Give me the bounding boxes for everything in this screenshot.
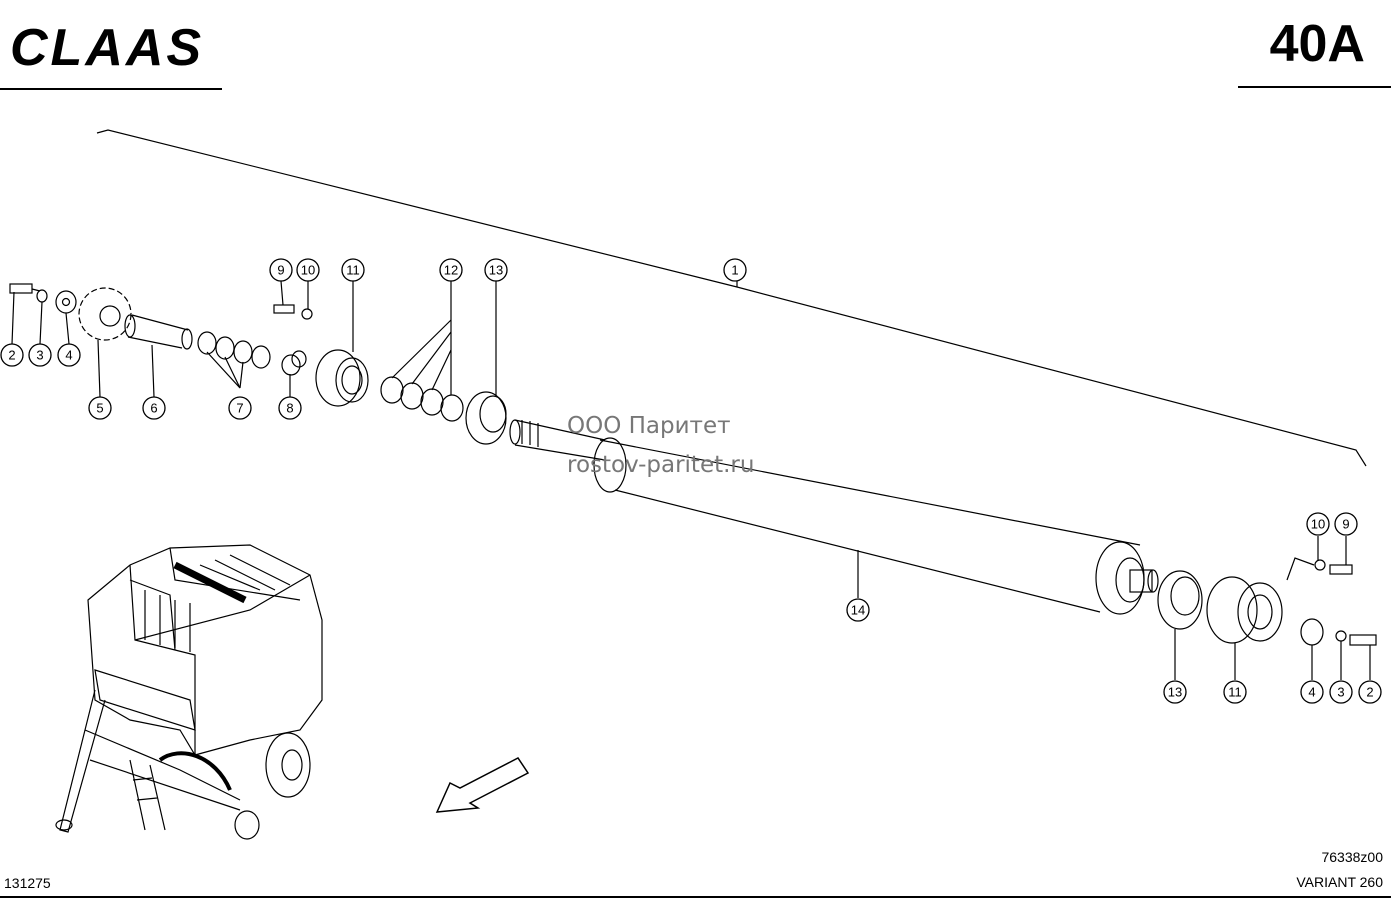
logo-underline [0, 88, 222, 90]
seal-13-right [1157, 570, 1203, 630]
svg-text:2: 2 [8, 348, 15, 363]
callout-14[interactable]: 14 [846, 598, 870, 622]
svg-text:10: 10 [301, 263, 315, 278]
o-rings-12 [380, 376, 464, 422]
callout-2-right[interactable]: 2 [1358, 680, 1382, 704]
washer-right [1335, 630, 1347, 642]
svg-text:10: 10 [1311, 517, 1325, 532]
washer-10-left [301, 308, 313, 320]
svg-text:7: 7 [236, 401, 243, 416]
callout-4-left[interactable]: 4 [57, 343, 81, 367]
bolt-right [1349, 634, 1377, 646]
svg-text:14: 14 [851, 603, 865, 618]
callout-10-right[interactable]: 10 [1306, 512, 1330, 536]
drawing-number: 76338z00 [1321, 849, 1383, 865]
bolt-left [9, 283, 41, 294]
seal-13-left [465, 391, 507, 445]
svg-text:9: 9 [277, 263, 284, 278]
baler-machine-illustration [55, 544, 323, 840]
bearing-11-right [1206, 576, 1283, 644]
callout-12[interactable]: 12 [439, 258, 463, 282]
callout-5[interactable]: 5 [88, 396, 112, 420]
callout-10-left[interactable]: 10 [296, 258, 320, 282]
callout-13-left[interactable]: 13 [484, 258, 508, 282]
svg-text:3: 3 [1337, 685, 1344, 700]
bearing-11-left [315, 349, 369, 407]
callout-4-right[interactable]: 4 [1300, 680, 1324, 704]
callout-6[interactable]: 6 [142, 396, 166, 420]
machine-model: VARIANT 260 [1296, 874, 1383, 890]
svg-text:5: 5 [96, 401, 103, 416]
footer-rule [0, 896, 1391, 898]
sprocket [78, 287, 132, 341]
callout-8[interactable]: 8 [278, 396, 302, 420]
svg-text:4: 4 [1308, 685, 1315, 700]
svg-text:13: 13 [489, 263, 503, 278]
washer-10-right [1314, 559, 1326, 571]
sleeve [124, 314, 193, 350]
watermark-website: rostov-paritet.ru [567, 452, 755, 478]
brand-logo: CLAAS [10, 19, 205, 77]
svg-text:12: 12 [444, 263, 458, 278]
callout-11-right[interactable]: 11 [1223, 680, 1247, 704]
bolt-9-left [273, 304, 295, 314]
callout-9-right[interactable]: 9 [1334, 512, 1358, 536]
svg-text:13: 13 [1168, 685, 1182, 700]
svg-text:11: 11 [346, 263, 360, 278]
washer-left [36, 289, 48, 303]
callout-9-left[interactable]: 9 [269, 258, 293, 282]
spacer-right [1300, 618, 1324, 646]
watermark-company: ООО Паритет [567, 413, 731, 439]
o-rings-left [197, 331, 271, 369]
svg-text:4: 4 [65, 348, 72, 363]
callout-2-left[interactable]: 2 [0, 343, 24, 367]
spacer-left [55, 290, 77, 314]
bushing [281, 350, 307, 376]
svg-text:1: 1 [731, 263, 738, 278]
svg-text:9: 9 [1342, 517, 1349, 532]
callout-11-left[interactable]: 11 [341, 258, 365, 282]
callout-13-right[interactable]: 13 [1163, 680, 1187, 704]
callout-3-right[interactable]: 3 [1329, 680, 1353, 704]
svg-text:2: 2 [1366, 685, 1373, 700]
direction-arrow [435, 757, 530, 813]
svg-text:6: 6 [150, 401, 157, 416]
svg-text:3: 3 [36, 348, 43, 363]
page-number: 40A [1269, 15, 1365, 73]
callout-3-left[interactable]: 3 [28, 343, 52, 367]
roller-drum [509, 419, 1159, 615]
callout-7[interactable]: 7 [228, 396, 252, 420]
callout-1[interactable]: 1 [723, 258, 747, 282]
svg-text:8: 8 [286, 401, 293, 416]
page-number-underline [1238, 86, 1391, 88]
reference-number: 131275 [4, 875, 51, 891]
svg-text:11: 11 [1228, 685, 1242, 700]
bolt-9-right [1329, 564, 1353, 575]
